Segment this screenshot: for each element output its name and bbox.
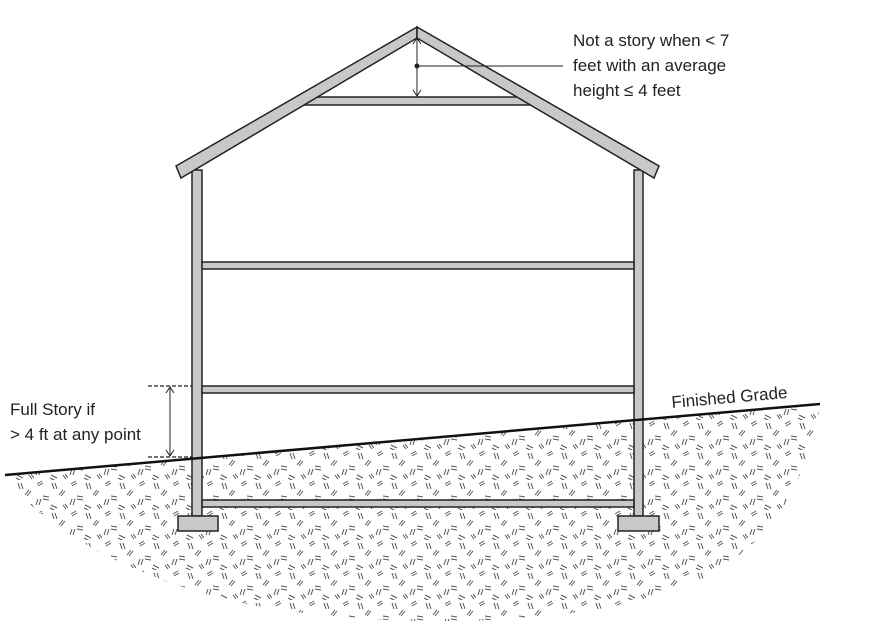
finished-grade-line [4, 402, 821, 477]
left-footing [177, 515, 219, 532]
right-rafter [416, 25, 660, 180]
basement-dimension [148, 385, 192, 458]
ceiling-joist [299, 96, 535, 106]
attic-dimension [412, 37, 563, 97]
first-floor [201, 385, 635, 394]
right-wall [633, 169, 644, 517]
attic-note-line-3: height ≤ 4 feet [573, 81, 681, 100]
basement-note-line-2: > 4 ft at any point [10, 425, 141, 444]
attic-note-line-2: feet with an average [573, 56, 726, 75]
basement-note-line-1: Full Story if [10, 400, 95, 419]
second-floor [201, 261, 635, 270]
right-footing [617, 515, 660, 532]
attic-note-line-1: Not a story when < 7 [573, 31, 729, 50]
soil-fill [5, 404, 820, 622]
basement-floor [201, 499, 635, 508]
left-wall [191, 169, 203, 517]
